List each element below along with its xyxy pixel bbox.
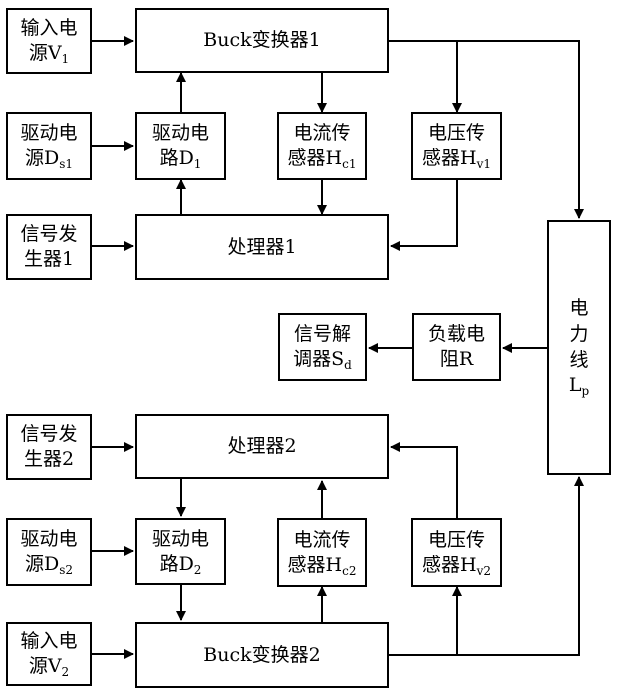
current-sensor-hc2-line1: 电流传 <box>293 528 350 553</box>
input-source-v1-line1: 输入电 <box>20 16 77 41</box>
drive-source-ds1-block: 驱动电 源Ds1 <box>6 112 92 180</box>
power-line-symbol: Lp <box>569 373 589 399</box>
drive-source-ds2-line2: 源Ds2 <box>25 552 73 577</box>
input-source-v2-block: 输入电 源V2 <box>6 622 92 686</box>
voltage-sensor-hv2-line1: 电压传 <box>428 528 485 553</box>
power-line-char3: 线 <box>569 348 588 374</box>
load-resistor-r-line2: 阻R <box>440 347 473 372</box>
demodulator-sd-line1: 信号解 <box>294 322 351 347</box>
current-sensor-hc1-line1: 电流传 <box>293 121 350 146</box>
drive-circuit-d1-line2: 路D1 <box>160 146 202 171</box>
current-sensor-hc2-block: 电流传 感器Hc2 <box>277 518 367 587</box>
load-resistor-r-line1: 负载电 <box>428 322 485 347</box>
power-line-char2: 力 <box>569 322 588 348</box>
demodulator-sd-block: 信号解 调器Sd <box>278 313 367 381</box>
wire-voltsensor2-to-proc2 <box>391 447 457 518</box>
voltage-sensor-hv2-block: 电压传 感器Hv2 <box>411 518 502 587</box>
input-source-v2-line2: 源V2 <box>29 654 69 679</box>
drive-circuit-d1-line1: 驱动电 <box>152 121 209 146</box>
processor-2-label: 处理器2 <box>227 434 296 459</box>
signal-generator-1-line2: 生器1 <box>24 247 74 272</box>
processor-1-block: 处理器1 <box>135 214 389 280</box>
buck-converter-2-block: Buck变换器2 <box>135 622 389 688</box>
current-sensor-hc2-line2: 感器Hc2 <box>288 553 357 578</box>
drive-circuit-d2-line2: 路D2 <box>160 552 202 577</box>
signal-generator-2-line1: 信号发 <box>20 422 77 447</box>
voltage-sensor-hv1-line1: 电压传 <box>428 121 485 146</box>
drive-source-ds2-line1: 驱动电 <box>20 527 77 552</box>
current-sensor-hc1-line2: 感器Hc1 <box>288 146 357 171</box>
signal-generator-1-line1: 信号发 <box>20 222 77 247</box>
drive-circuit-d2-line1: 驱动电 <box>152 527 209 552</box>
buck-converter-1-label: Buck变换器1 <box>203 28 320 53</box>
input-source-v1-block: 输入电 源V1 <box>6 8 92 74</box>
load-resistor-r-block: 负载电 阻R <box>412 313 501 381</box>
processor-1-label: 处理器1 <box>227 235 296 260</box>
wire-voltsensor1-to-proc1 <box>391 180 457 246</box>
signal-generator-1-block: 信号发 生器1 <box>6 214 92 280</box>
voltage-sensor-hv1-block: 电压传 感器Hv1 <box>411 112 502 180</box>
power-line-lp-block: 电 力 线 Lp <box>547 220 611 475</box>
drive-circuit-d2-block: 驱动电 路D2 <box>135 518 226 585</box>
input-source-v1-line2: 源V1 <box>29 41 69 66</box>
voltage-sensor-hv2-line2: 感器Hv2 <box>422 553 491 578</box>
demodulator-sd-line2: 调器Sd <box>293 347 352 372</box>
processor-2-block: 处理器2 <box>135 414 389 479</box>
voltage-sensor-hv1-line2: 感器Hv1 <box>422 146 491 171</box>
drive-source-ds1-line1: 驱动电 <box>20 121 77 146</box>
wire-buck2-to-voltsensor2 <box>389 587 457 655</box>
drive-circuit-d1-block: 驱动电 路D1 <box>135 112 226 180</box>
buck-converter-2-label: Buck变换器2 <box>203 643 320 668</box>
input-source-v2-line1: 输入电 <box>20 629 77 654</box>
current-sensor-hc1-block: 电流传 感器Hc1 <box>277 112 367 180</box>
drive-source-ds1-line2: 源Ds1 <box>25 146 73 171</box>
power-line-char1: 电 <box>569 296 588 322</box>
drive-source-ds2-block: 驱动电 源Ds2 <box>6 518 92 586</box>
signal-generator-2-block: 信号发 生器2 <box>6 414 92 480</box>
buck-converter-1-block: Buck变换器1 <box>135 8 389 73</box>
signal-generator-2-line2: 生器2 <box>24 447 74 472</box>
